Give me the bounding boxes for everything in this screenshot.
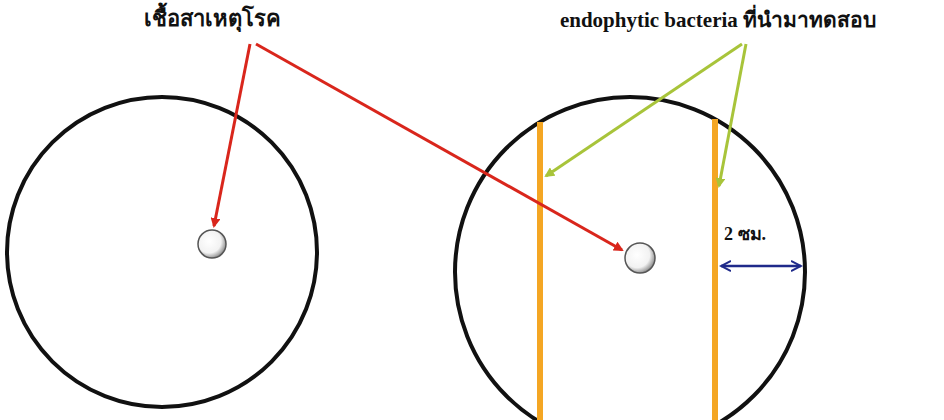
petri-dish	[455, 97, 805, 420]
bacteria-streak	[712, 119, 718, 420]
pathogen-disc	[625, 243, 655, 273]
pathogen-disc	[198, 230, 226, 258]
leader-arrow	[214, 44, 250, 226]
pathogen-label: เชื้อสาเหตุโรค	[142, 6, 283, 31]
dimension-label: 2 ซม.	[722, 224, 768, 245]
distance-arrow	[721, 265, 801, 268]
petri-dish	[7, 97, 317, 407]
leader-arrow	[546, 44, 742, 176]
bacteria-streak	[537, 122, 543, 420]
bacteria-label: endophytic bacteria ที่นำมาทดสอบ	[558, 8, 878, 32]
leader-arrow	[719, 44, 746, 186]
leader-arrow	[256, 44, 622, 250]
